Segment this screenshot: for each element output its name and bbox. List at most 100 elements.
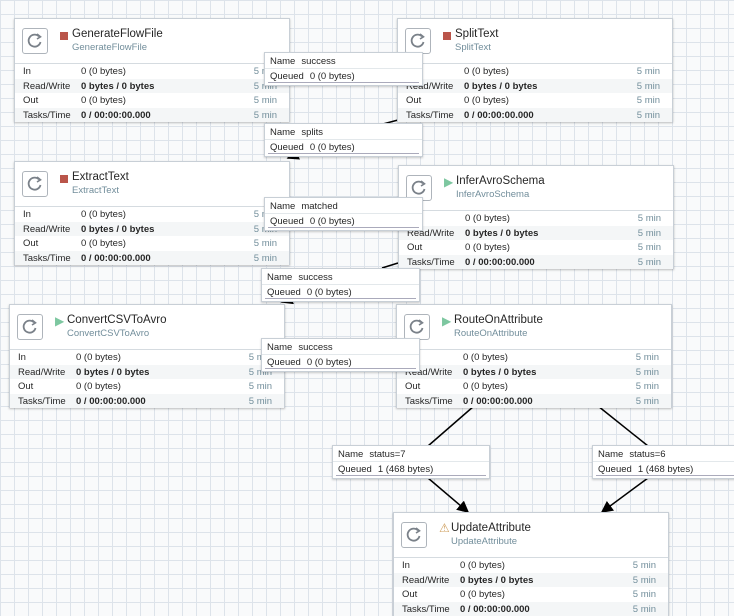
stat-value: 0 (0 bytes) xyxy=(76,381,121,392)
stat-value: 0 (0 bytes) xyxy=(460,589,505,600)
stat-row-in: In0 (0 bytes)5 min xyxy=(398,64,672,79)
stat-window: 5 min xyxy=(637,95,660,106)
play-icon: ▶ xyxy=(442,316,451,327)
stat-label: Tasks/Time xyxy=(23,253,71,264)
queue-progress-bar xyxy=(336,473,486,476)
play-icon: ▶ xyxy=(55,316,64,327)
stat-value: 0 bytes / 0 bytes xyxy=(460,575,533,586)
stat-label: Tasks/Time xyxy=(406,110,454,121)
stat-value: 0 (0 bytes) xyxy=(463,352,508,363)
connection-line xyxy=(602,478,648,512)
stat-label: Out xyxy=(405,381,420,392)
stat-value: 0 (0 bytes) xyxy=(81,209,126,220)
name-label: Name xyxy=(267,272,292,283)
connection-name: splits xyxy=(301,127,323,138)
stat-label: Out xyxy=(23,95,38,106)
stat-window: 5 min xyxy=(636,352,659,363)
stat-value: 0 bytes / 0 bytes xyxy=(463,367,536,378)
stat-window: 5 min xyxy=(633,604,656,615)
stat-window: 5 min xyxy=(638,228,661,239)
stat-window: 5 min xyxy=(638,257,661,268)
stat-window: 5 min xyxy=(633,560,656,571)
stat-value: 0 bytes / 0 bytes xyxy=(81,224,154,235)
stat-value: 0 bytes / 0 bytes xyxy=(465,228,538,239)
processor-type: UpdateAttribute xyxy=(451,536,517,547)
queue-progress-bar xyxy=(268,151,419,154)
stat-label: In xyxy=(23,66,31,77)
stat-value: 0 (0 bytes) xyxy=(81,66,126,77)
stop-icon xyxy=(60,175,68,183)
stat-value: 0 (0 bytes) xyxy=(76,352,121,363)
divider xyxy=(265,139,422,140)
name-label: Name xyxy=(598,449,623,460)
stat-window: 5 min xyxy=(254,238,277,249)
stat-value: 0 bytes / 0 bytes xyxy=(76,367,149,378)
stat-window: 5 min xyxy=(636,367,659,378)
divider xyxy=(262,284,419,285)
stat-row-in: In0 (0 bytes)5 min xyxy=(399,211,673,226)
queue-progress-bar xyxy=(268,80,419,83)
stat-value: 0 / 00:00:00.000 xyxy=(81,110,151,121)
processor-name: UpdateAttribute xyxy=(451,522,531,534)
stat-window: 5 min xyxy=(636,396,659,407)
connection-line xyxy=(428,478,468,512)
stat-row-out: Out 0 (0 bytes) 5 min xyxy=(10,379,284,394)
stat-label: Out xyxy=(18,381,33,392)
queue-progress-bar xyxy=(596,473,734,476)
stat-window: 5 min xyxy=(254,110,277,121)
divider xyxy=(265,213,422,214)
stat-window: 5 min xyxy=(249,396,272,407)
divider xyxy=(593,461,734,462)
stat-row-tasks_time: Tasks/Time 0 / 00:00:00.000 5 min xyxy=(10,394,284,409)
play-icon: ▶ xyxy=(444,177,453,188)
stat-window: 5 min xyxy=(638,242,661,253)
stat-value: 0 / 00:00:00.000 xyxy=(76,396,146,407)
connection-line xyxy=(598,406,648,446)
processor-routeonattribute[interactable]: ▶RouteOnAttributeRouteOnAttributeIn0 (0 … xyxy=(396,304,672,408)
stat-label: Tasks/Time xyxy=(405,396,453,407)
stat-label: Tasks/Time xyxy=(402,604,450,615)
stat-window: 5 min xyxy=(637,110,660,121)
stat-label: Read/Write xyxy=(18,367,65,378)
stat-window: 5 min xyxy=(254,253,277,264)
processor-splittext[interactable]: SplitTextSplitTextIn0 (0 bytes)5 minRead… xyxy=(397,18,673,122)
processor-icon xyxy=(17,314,43,340)
name-label: Name xyxy=(338,449,363,460)
connection-name: status=7 xyxy=(369,449,405,460)
stat-row-in: In0 (0 bytes)5 min xyxy=(15,207,289,222)
stat-label: Tasks/Time xyxy=(18,396,66,407)
stat-row-in: In0 (0 bytes)5 min xyxy=(397,350,671,365)
connection-line xyxy=(428,406,474,446)
stat-window: 5 min xyxy=(249,381,272,392)
processor-type: ExtractText xyxy=(72,185,119,196)
processor-inferavroschema[interactable]: ▶InferAvroSchemaInferAvroSchemaIn0 (0 by… xyxy=(398,165,674,269)
stat-label: Out xyxy=(407,242,422,253)
stat-value: 0 (0 bytes) xyxy=(81,95,126,106)
connection-name: matched xyxy=(301,201,337,212)
